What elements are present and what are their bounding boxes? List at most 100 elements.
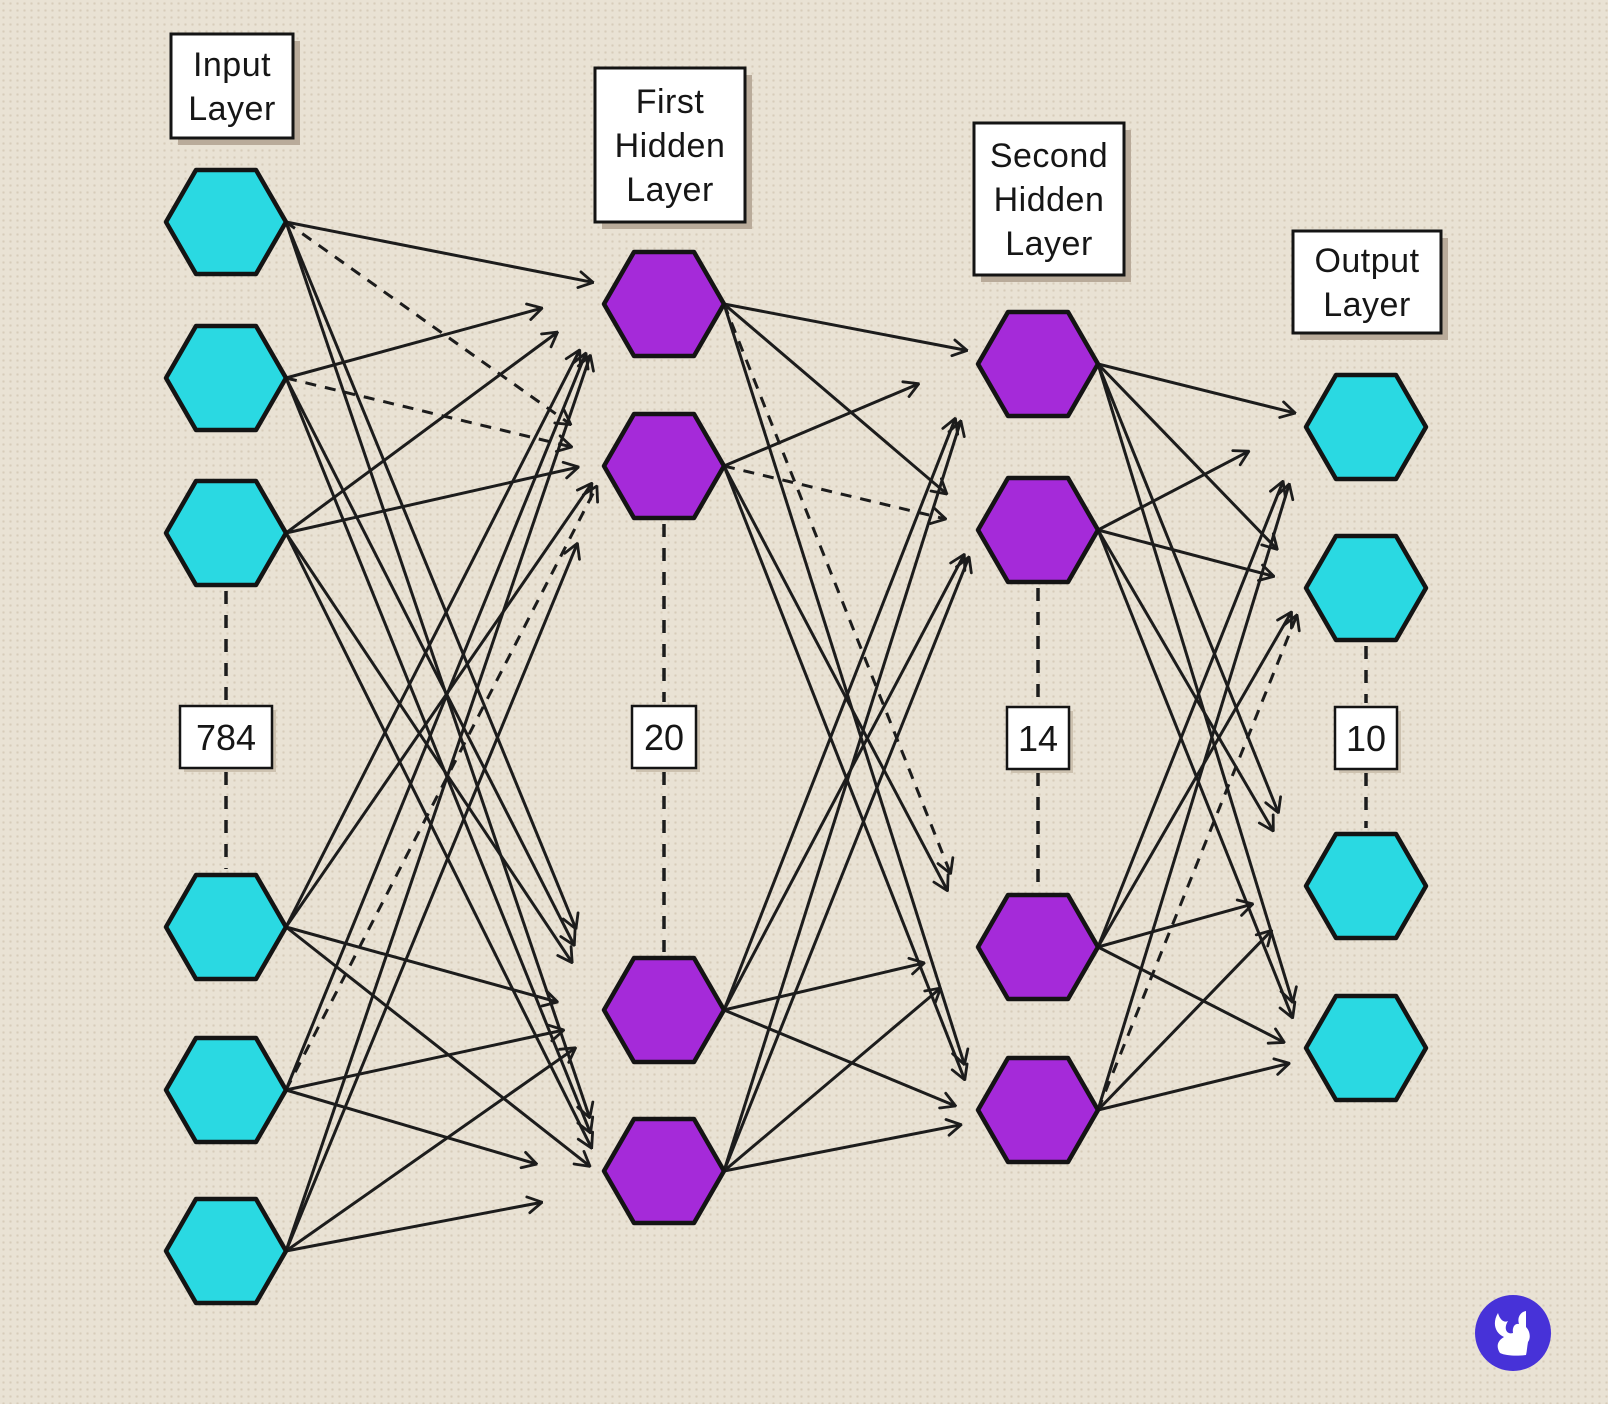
first-hidden-layer-count-label: 20 [644, 717, 684, 758]
output-layer-node-1-hexagon [1303, 372, 1429, 482]
edge-second-hidden-layer-n3-to-output-layer-n1 [1096, 481, 1283, 948]
first-hidden-layer-title-line-1: First [636, 83, 705, 121]
second-hidden-layer-node-1-hexagon [975, 309, 1101, 419]
edge-second-hidden-layer-n3-to-output-layer-n3 [1097, 904, 1253, 949]
edge-second-hidden-layer-n3-to-output-layer-n4 [1097, 945, 1284, 1042]
edge-first-hidden-layer-n1-to-second-hidden-layer-n1 [723, 302, 967, 350]
edge-input-layer-n5-to-first-hidden-layer-n1 [284, 353, 586, 1091]
edge-input-layer-n2-to-first-hidden-layer-n3 [284, 377, 574, 945]
first-hidden-layer-node-1-hexagon [601, 249, 727, 359]
edge-second-hidden-layer-n4-to-output-layer-n4 [1097, 1063, 1289, 1112]
edge-input-layer-n5-to-first-hidden-layer-n2 [284, 486, 597, 1091]
edge-second-hidden-layer-n1-to-output-layer-n3 [1096, 363, 1278, 813]
input-layer-title-line-1: Input [193, 46, 271, 84]
edge-input-layer-n4-to-first-hidden-layer-n1 [284, 350, 580, 928]
first-hidden-layer-count-box [630, 704, 698, 770]
edge-second-hidden-layer-n4-to-output-layer-n2 [1096, 615, 1297, 1111]
edge-first-hidden-layer-n3-to-second-hidden-layer-n4 [723, 1008, 956, 1106]
output-layer-count-label: 10 [1346, 718, 1386, 759]
input-layer-count-label: 784 [196, 717, 256, 758]
edge-second-hidden-layer-n2-to-output-layer-n2 [1097, 528, 1274, 576]
fox-icon [1494, 1311, 1530, 1356]
edge-second-hidden-layer-n1-to-output-layer-n2 [1096, 362, 1277, 549]
edge-second-hidden-layer-n1-to-output-layer-n1 [1097, 362, 1295, 413]
edge-first-hidden-layer-n4-to-second-hidden-layer-n1 [722, 421, 961, 1172]
edge-input-layer-n3-to-first-hidden-layer-n3 [284, 532, 572, 963]
first-hidden-layer-node-4-hexagon [601, 1116, 727, 1226]
second-hidden-layer-node-4-hexagon [975, 1055, 1101, 1165]
edge-second-hidden-layer-n3-to-output-layer-n2 [1096, 612, 1291, 948]
first-hidden-layer-node-3-hexagon [601, 955, 727, 1065]
edges [284, 220, 1297, 1253]
first-hidden-layer-title-box [593, 66, 747, 224]
input-layer-nodes [163, 167, 289, 1306]
edge-input-layer-n2-to-first-hidden-layer-n1 [285, 308, 542, 380]
input-layer-title-line-2: Layer [188, 90, 276, 128]
edge-first-hidden-layer-n3-to-second-hidden-layer-n2 [722, 554, 964, 1011]
edge-input-layer-n5-to-first-hidden-layer-n3 [285, 1030, 564, 1092]
edge-first-hidden-layer-n2-to-second-hidden-layer-n2 [723, 464, 946, 519]
second-hidden-layer-title-line-1: Second [990, 137, 1108, 175]
edge-input-layer-n1-to-first-hidden-layer-n3 [284, 221, 576, 929]
edge-first-hidden-layer-n3-to-second-hidden-layer-n3 [723, 963, 924, 1012]
edge-input-layer-n1-to-first-hidden-layer-n1 [285, 220, 593, 282]
edge-second-hidden-layer-n4-to-output-layer-n1 [1096, 484, 1289, 1111]
first-hidden-layer-title-line-3: Layer [626, 171, 714, 209]
output-layer-count-box [1333, 705, 1399, 771]
input-layer-node-3-hexagon [163, 478, 289, 588]
edge-input-layer-n4-to-first-hidden-layer-n2 [284, 483, 592, 928]
output-layer-node-3-hexagon [1303, 831, 1429, 941]
edge-input-layer-n2-to-first-hidden-layer-n4 [284, 377, 591, 1133]
input-layer-node-4-hexagon [163, 872, 289, 982]
second-hidden-layer-nodes [975, 309, 1101, 1165]
output-layer-title-line-1: Output [1314, 242, 1419, 280]
edge-first-hidden-layer-n4-to-second-hidden-layer-n3 [723, 988, 941, 1173]
output-layer-nodes [1303, 372, 1429, 1103]
edge-first-hidden-layer-n3-to-second-hidden-layer-n1 [722, 418, 955, 1011]
edge-input-layer-n3-to-first-hidden-layer-n4 [284, 532, 592, 1148]
edge-input-layer-n3-to-first-hidden-layer-n2 [285, 467, 579, 535]
edge-first-hidden-layer-n2-to-second-hidden-layer-n1 [723, 384, 919, 468]
edge-second-hidden-layer-n2-to-output-layer-n1 [1097, 451, 1249, 532]
edge-first-hidden-layer-n4-to-second-hidden-layer-n2 [722, 557, 969, 1172]
edge-input-layer-n3-to-first-hidden-layer-n1 [285, 332, 558, 535]
edge-input-layer-n2-to-first-hidden-layer-n2 [285, 376, 572, 447]
first-hidden-layer-title-line-2: Hidden [615, 127, 726, 165]
edge-second-hidden-layer-n2-to-output-layer-n3 [1096, 529, 1273, 831]
second-hidden-layer-title-line-3: Layer [1005, 225, 1093, 263]
edge-input-layer-n6-to-first-hidden-layer-n3 [285, 1048, 576, 1253]
edge-second-hidden-layer-n4-to-output-layer-n3 [1096, 930, 1272, 1112]
first-hidden-layer-node-2-hexagon [601, 411, 727, 521]
input-layer-node-6-hexagon [163, 1196, 289, 1306]
second-hidden-layer-node-2-hexagon [975, 475, 1101, 585]
second-hidden-layer-title-box [972, 121, 1126, 277]
output-layer-node-2-hexagon [1303, 533, 1429, 643]
brand-logo [1475, 1295, 1551, 1371]
output-layer-node-4-hexagon [1303, 993, 1429, 1103]
edge-first-hidden-layer-n2-to-second-hidden-layer-n3 [722, 465, 948, 891]
second-hidden-layer-count-box [1005, 705, 1071, 771]
edge-input-layer-n1-to-first-hidden-layer-n4 [284, 221, 590, 1118]
edge-first-hidden-layer-n4-to-second-hidden-layer-n4 [723, 1125, 961, 1173]
edge-input-layer-n5-to-first-hidden-layer-n4 [285, 1088, 537, 1164]
edge-input-layer-n6-to-first-hidden-layer-n1 [284, 355, 590, 1252]
edge-input-layer-n4-to-first-hidden-layer-n3 [285, 925, 558, 1002]
input-layer-count-box [178, 704, 274, 770]
output-layer-title-box [1291, 229, 1443, 335]
edge-first-hidden-layer-n1-to-second-hidden-layer-n3 [722, 303, 951, 874]
first-hidden-layer-nodes [601, 249, 727, 1226]
edge-first-hidden-layer-n1-to-second-hidden-layer-n2 [723, 302, 947, 494]
edge-first-hidden-layer-n2-to-second-hidden-layer-n4 [722, 465, 965, 1080]
input-layer-node-5-hexagon [163, 1035, 289, 1145]
edge-input-layer-n6-to-first-hidden-layer-n2 [284, 543, 577, 1252]
output-layer-title-line-2: Layer [1323, 286, 1411, 324]
edge-input-layer-n6-to-first-hidden-layer-n4 [285, 1202, 542, 1253]
input-layer-node-1-hexagon [163, 167, 289, 277]
input-layer-node-2-hexagon [163, 323, 289, 433]
